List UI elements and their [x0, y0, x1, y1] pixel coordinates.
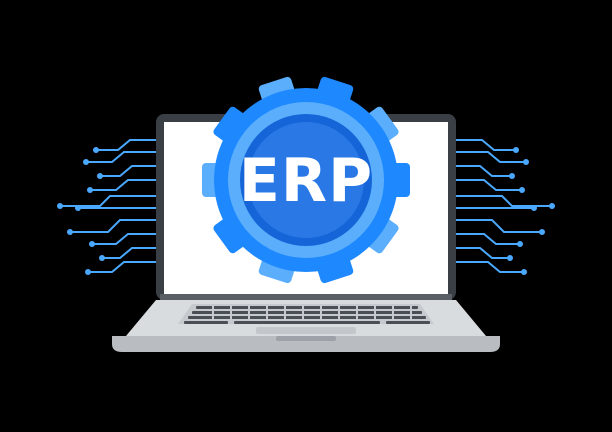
laptop-trackpad — [256, 327, 356, 334]
circuit-lines-left — [60, 139, 158, 273]
circuit-nodes-right — [507, 147, 555, 275]
gear-text: ERP — [239, 146, 373, 216]
laptop-front-edge — [112, 336, 500, 352]
circuit-nodes-left — [57, 147, 105, 275]
keyboard-key-gaps — [212, 305, 412, 320]
circuit-lines-right — [454, 139, 552, 273]
gear-center — [248, 122, 364, 238]
gear-icon: ERP — [202, 76, 410, 284]
laptop-hinge — [160, 294, 452, 300]
laptop-front-notch — [276, 336, 336, 341]
